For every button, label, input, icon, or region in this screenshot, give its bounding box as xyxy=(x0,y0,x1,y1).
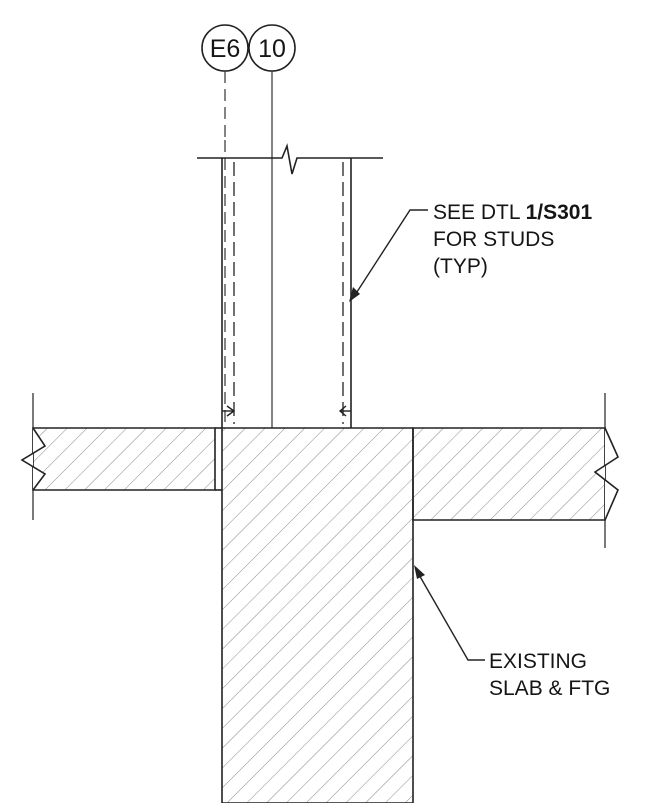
callout-existing: EXISTING SLAB & FTG xyxy=(489,650,610,700)
callout-studs: SEE DTL 1/S301 FOR STUDS (TYP) xyxy=(433,201,592,278)
break-line-top xyxy=(197,143,383,175)
leader-studs xyxy=(349,209,428,302)
callout-existing-line1: EXISTING xyxy=(489,650,587,673)
callout-studs-line2: FOR STUDS xyxy=(433,228,554,251)
grid-bubble-10: 10 xyxy=(248,24,296,72)
leader-existing xyxy=(414,565,485,661)
grid-lines xyxy=(224,71,273,428)
callout-studs-line1: SEE DTL 1/S301 xyxy=(433,201,592,224)
existing-slab-footing xyxy=(20,393,620,803)
wall-assembly xyxy=(197,143,383,428)
callout-existing-line2: SLAB & FTG xyxy=(489,677,610,700)
grid-bubble-e6: E6 xyxy=(201,24,249,72)
break-line-left xyxy=(20,427,47,491)
callout-studs-line3: (TYP) xyxy=(433,255,488,278)
grid-bubble-10-label: 10 xyxy=(258,35,286,63)
break-line-right xyxy=(593,427,620,521)
grid-bubble-e6-label: E6 xyxy=(210,35,241,63)
